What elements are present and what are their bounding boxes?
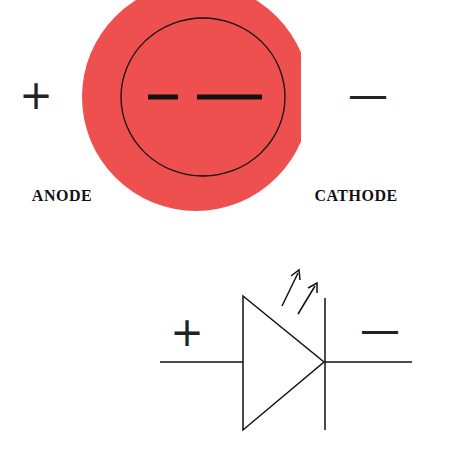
led-symbol (160, 270, 412, 430)
cathode-wire (325, 361, 412, 363)
cathode-bar (324, 298, 326, 430)
light-arrowhead (291, 270, 300, 280)
led-body (82, 0, 301, 211)
led-lens (121, 18, 285, 176)
polarity-sign: + (19, 75, 53, 115)
polarity-sign: — (348, 75, 388, 115)
cathode-mark (197, 95, 262, 100)
diode-triangle (243, 296, 324, 430)
led-top-view (82, 0, 310, 211)
terminal-label: ANODE (32, 188, 92, 204)
anode-wire (160, 361, 243, 363)
anode-mark (148, 95, 178, 100)
light-arrow (298, 286, 315, 314)
polarity-sign: + (170, 312, 204, 352)
polarity-sign: — (360, 310, 400, 350)
light-arrow (282, 273, 298, 306)
light-arrowhead (308, 283, 317, 293)
terminal-label: CATHODE (314, 188, 397, 204)
